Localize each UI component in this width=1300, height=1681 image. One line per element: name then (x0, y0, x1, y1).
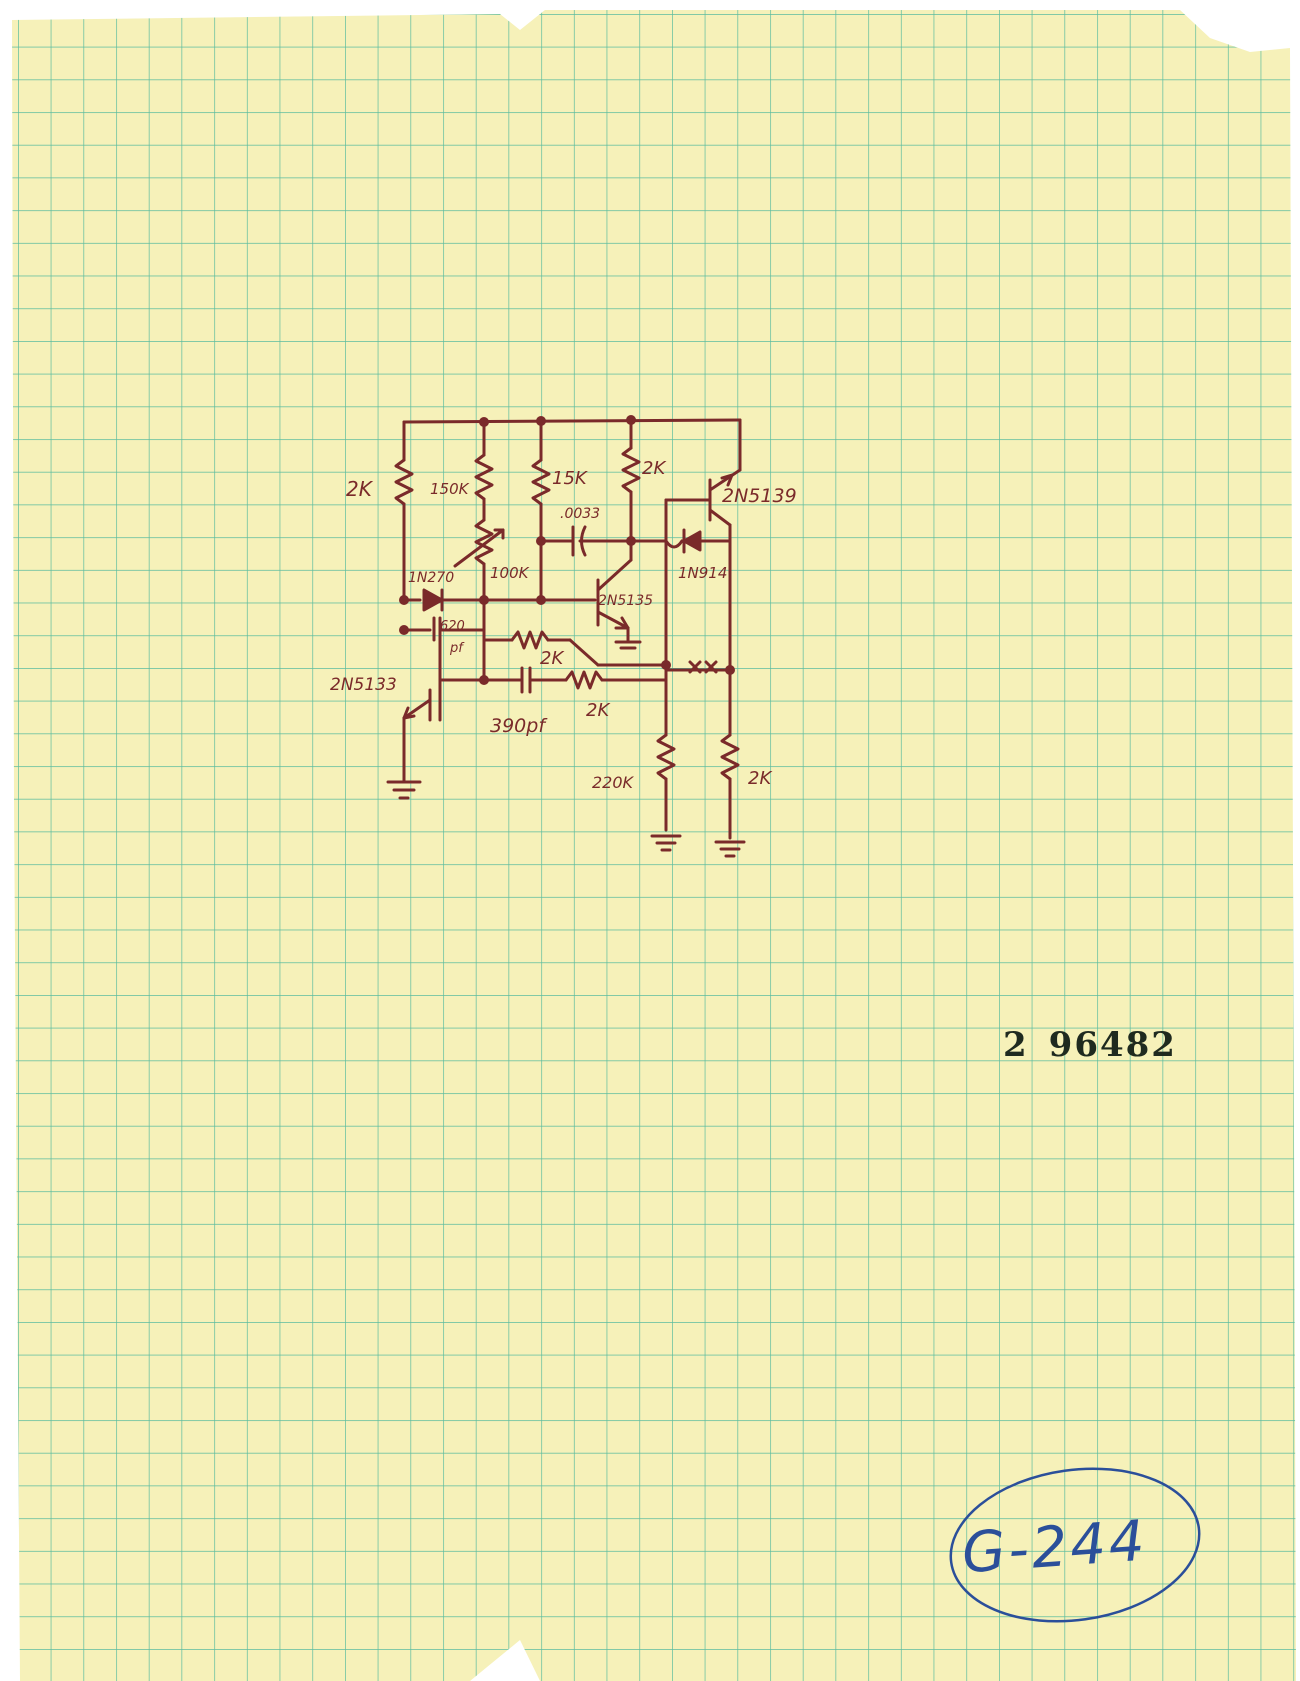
stamp-prefix: 2 (1003, 1025, 1029, 1065)
label-cap2: 620 (440, 619, 465, 634)
label-q-pnp: 2N5139 (722, 485, 797, 507)
paper-grid (12, 10, 1296, 1681)
stamp-number: 96482 (1048, 1025, 1177, 1065)
label-diode2: 1N914 (678, 564, 727, 582)
label-r3: 15K (552, 468, 588, 489)
label-r8: 2K (748, 768, 772, 789)
label-r5: 2K (540, 648, 564, 669)
label-q3: 2N5133 (330, 675, 397, 695)
label-r4: 2K (642, 458, 666, 479)
file-note-circle (949, 1467, 1201, 1623)
paper-tear-bottom (470, 1640, 540, 1681)
file-note-text: G-244 (959, 1508, 1150, 1587)
label-r7: 220K (592, 773, 635, 792)
label-cap3: 390pf (490, 715, 548, 737)
label-r2: 150K (430, 480, 470, 498)
label-cap1: .0033 (560, 506, 600, 522)
stamped-serial-number: 2 96482 (1003, 1025, 1177, 1065)
label-r6: 2K (586, 700, 610, 721)
circuit-schematic (386, 418, 746, 858)
label-q2: 2N5135 (598, 593, 653, 609)
schematic-labels: 2K 150K 15K 2K 2N5139 .0033 1N270 100K 2… (330, 458, 797, 792)
label-diode1: 1N270 (408, 570, 454, 586)
label-cap2-unit: pf (449, 641, 465, 656)
label-r1: 2K (346, 477, 374, 501)
label-pot: 100K (490, 564, 530, 582)
junction-dots (399, 415, 735, 685)
